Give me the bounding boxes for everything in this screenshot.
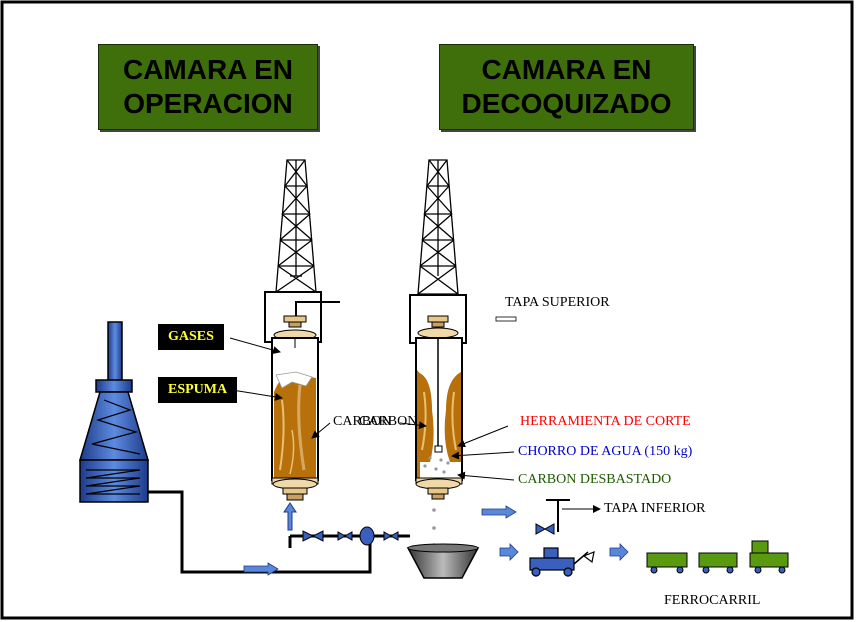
right-derrick bbox=[417, 159, 459, 295]
title-operation-line2: OPERACION bbox=[123, 88, 293, 119]
crane-loader bbox=[529, 547, 595, 577]
tag-gases: GASES bbox=[158, 324, 224, 350]
label-desbastado: CARBON DESBASTADO bbox=[518, 472, 672, 487]
furnace bbox=[78, 321, 150, 503]
label-chorro: CHORRO DE AGUA (150 kg) bbox=[518, 444, 693, 459]
label-ferrocarril: FERROCARRIL bbox=[664, 593, 761, 608]
flow-arrows bbox=[243, 505, 629, 576]
label-carbon-right: CARBON bbox=[359, 414, 418, 429]
tapa-superior-marker bbox=[495, 316, 517, 322]
right-top-cap bbox=[409, 294, 467, 344]
train bbox=[646, 540, 789, 574]
label-carbon-left: CARBON bbox=[333, 414, 392, 429]
title-operation-line1: CAMARA EN bbox=[122, 54, 294, 85]
tag-espuma: ESPUMA bbox=[158, 377, 238, 403]
title-decoking-line2: DECOQUIZADO bbox=[461, 88, 672, 119]
left-coke-drum bbox=[271, 337, 319, 501]
label-tapa-superior: TAPA SUPERIOR bbox=[505, 295, 610, 310]
right-coke-drum bbox=[415, 337, 463, 547]
label-tapa-inferior: TAPA INFERIOR bbox=[604, 501, 706, 516]
left-top-cap bbox=[264, 291, 340, 343]
title-decoking-line1: CAMARA EN bbox=[481, 54, 652, 85]
feed-up-arrow bbox=[283, 502, 297, 531]
title-operation: CAMARA EN OPERACION bbox=[98, 44, 318, 130]
label-herramienta: HERRAMIENTA DE CORTE bbox=[520, 414, 691, 429]
bottom-valve bbox=[535, 499, 570, 535]
left-derrick bbox=[275, 159, 317, 293]
valves bbox=[302, 526, 399, 546]
hopper bbox=[406, 543, 480, 579]
title-decoking: CAMARA EN DECOQUIZADO bbox=[439, 44, 694, 130]
leader-lines bbox=[229, 337, 601, 513]
